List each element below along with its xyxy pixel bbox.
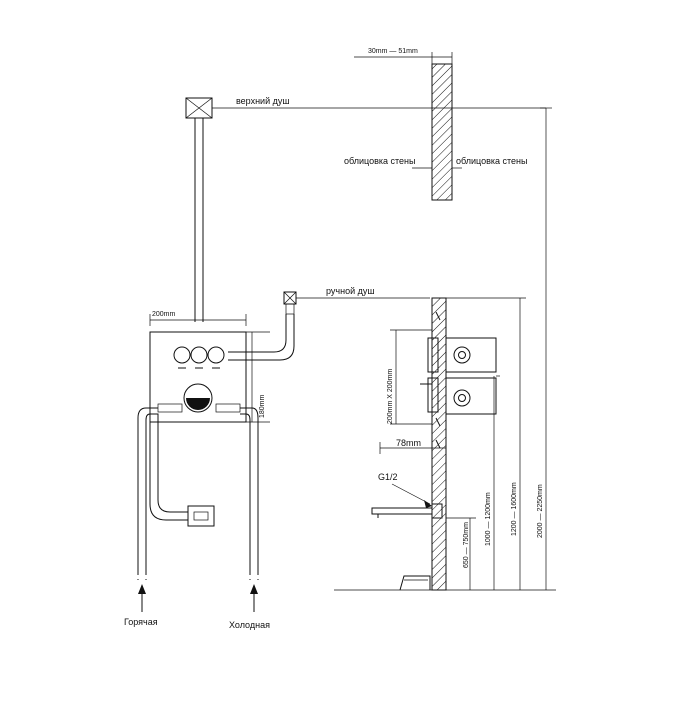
wall-section-upper xyxy=(431,63,453,201)
valve-side-view xyxy=(420,311,497,449)
cladding-right-label: облицовка стены xyxy=(456,156,527,166)
dim-650-750-label: 650 — 750mm xyxy=(463,522,470,568)
cold-arrow xyxy=(250,584,258,612)
dim-2000-2250-label: 2000 — 2250mm xyxy=(537,484,544,538)
bathtub-rim xyxy=(399,575,431,591)
wall-section-lower xyxy=(431,297,447,591)
dim-180-label: 180mm xyxy=(259,394,266,418)
depth-78-label: 78mm xyxy=(396,438,421,448)
size-vertical-label: 200mm X 200mm xyxy=(387,369,394,424)
hot-arrow xyxy=(138,584,146,612)
cold-supply-pipe xyxy=(240,407,259,580)
valve-box xyxy=(149,331,247,423)
outlet-valves xyxy=(173,346,225,369)
upper-shower-label: верхний душ xyxy=(236,96,290,106)
cladding-left-label: облицовка стены xyxy=(344,156,415,166)
spout-side-view xyxy=(371,503,443,519)
riser-pipe xyxy=(194,118,204,322)
hot-supply-pipe xyxy=(137,407,188,580)
wall-gap-label: 30mm — 51mm xyxy=(368,48,418,55)
thread-label: G1/2 xyxy=(378,472,398,482)
mixer-cartridge xyxy=(183,383,213,413)
dim-1200-1600-label: 1200 — 1600mm xyxy=(511,482,518,536)
upper-shower-outlet xyxy=(185,97,213,119)
hand-shower-label: ручной душ xyxy=(326,286,375,296)
hand-shower-pipe xyxy=(228,314,287,353)
dim-1000-1200-label: 1000 — 1200mm xyxy=(485,492,492,546)
dim-200-label: 200mm xyxy=(152,311,176,318)
spout-outlet xyxy=(187,505,215,527)
cold-label: Холодная xyxy=(229,620,270,630)
hand-shower-outlet xyxy=(283,291,297,315)
hot-label: Горячая xyxy=(124,617,158,627)
